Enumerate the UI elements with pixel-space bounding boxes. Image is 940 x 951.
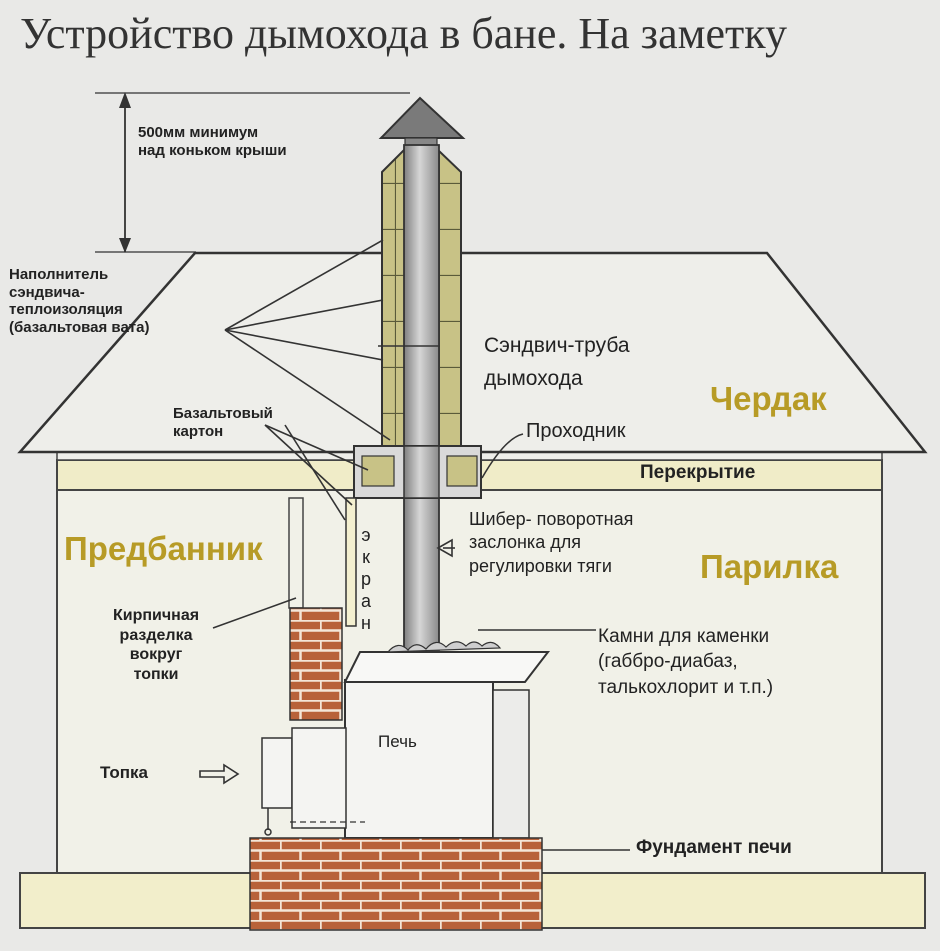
firebox-arrow <box>199 763 240 785</box>
chimney-pipe <box>403 144 440 651</box>
screen-label: экран <box>359 502 373 634</box>
stove-label: Печь <box>378 732 417 751</box>
screen-label-text: экран <box>360 525 371 633</box>
brick-cut-label: Кирпичная разделка вокруг топки <box>113 607 200 683</box>
leader-lines <box>212 239 630 851</box>
height-note-label: 500мм минимум над коньком крыши <box>138 124 287 159</box>
damper-label: Шибер- поворотная заслонка для регулиров… <box>469 509 634 576</box>
steam-room-label: Парилка <box>700 548 839 585</box>
roof <box>17 251 928 454</box>
dressing-room-label: Предбанник <box>64 530 263 567</box>
passthrough-label: Проходник <box>526 420 626 442</box>
ceiling-label: Перекрытие <box>640 462 756 483</box>
foundation-label: Фундамент печи <box>636 837 792 858</box>
brick-cut <box>289 607 343 721</box>
attic-label: Чердак <box>710 380 827 417</box>
filler-label: Наполнитель сэндвича- теплоизоляция (баз… <box>9 266 150 337</box>
firebox-label: Топка <box>100 763 148 782</box>
firebox-door <box>261 737 293 809</box>
screen-panel <box>345 497 357 627</box>
partition-wall <box>288 497 304 609</box>
stove-body <box>344 679 494 839</box>
stones-label: Камни для каменки (габбро-диабаз, талько… <box>598 626 774 698</box>
basalt-card-label: Базальтовый картон <box>173 405 273 440</box>
chimney-cap <box>378 96 466 139</box>
stove-foundation <box>249 837 543 931</box>
stones <box>386 641 502 653</box>
sandwich-pipe-label: Сэндвич-труба дымохода <box>484 334 630 390</box>
page-title: Устройство дымохода в бане. На заметку <box>20 9 787 58</box>
